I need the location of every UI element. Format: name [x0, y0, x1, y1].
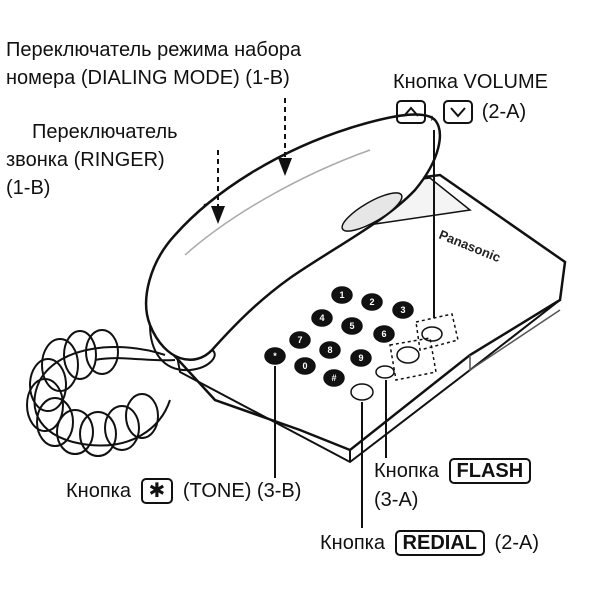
tone-label: Кнопка ✱ (TONE) (3-B) — [66, 478, 301, 504]
redial-prefix: Кнопка — [320, 532, 385, 554]
svg-text:9: 9 — [358, 353, 363, 363]
key-0[interactable] — [294, 357, 316, 375]
redial-ref: (2-A) — [494, 532, 539, 554]
volume-ref: (2-A) — [481, 101, 527, 123]
svg-text:*: * — [273, 351, 277, 361]
svg-text:#: # — [331, 373, 336, 383]
flash-prefix: Кнопка — [374, 460, 439, 482]
volume-separator: , — [429, 101, 435, 123]
svg-text:0: 0 — [302, 361, 307, 371]
redial-key[interactable] — [350, 383, 374, 401]
key-4[interactable] — [311, 309, 333, 327]
key-8[interactable] — [319, 341, 341, 359]
svg-text:2: 2 — [369, 297, 374, 307]
svg-text:1: 1 — [339, 290, 344, 300]
ringer-label-line3: (1-B) — [6, 177, 51, 199]
svg-text:7: 7 — [297, 335, 302, 345]
asterisk-icon: ✱ — [140, 478, 174, 504]
tone-prefix: Кнопка — [66, 480, 131, 502]
key-7[interactable] — [289, 331, 311, 349]
keypad — [264, 286, 414, 387]
callout-lines — [211, 98, 435, 528]
chevron-up-icon — [396, 100, 426, 124]
volume-keys-label: , (2-A) — [393, 100, 526, 124]
flash-key[interactable] — [396, 346, 420, 364]
key-3[interactable] — [392, 301, 414, 319]
flash-label: Кнопка FLASH — [374, 458, 535, 484]
key-5[interactable] — [341, 317, 363, 335]
handset[interactable] — [144, 113, 442, 361]
flash-key-label: FLASH — [448, 458, 532, 484]
tone-suffix: (TONE) (3-B) — [182, 480, 302, 502]
volume-label: Кнопка VOLUME — [393, 71, 548, 93]
key-1[interactable] — [331, 286, 353, 304]
svg-text:4: 4 — [319, 313, 324, 323]
volume-keys[interactable] — [421, 326, 443, 342]
svg-text:5: 5 — [349, 321, 354, 331]
chevron-down-icon — [443, 100, 474, 124]
ringer-label-line2: звонка (RINGER) — [6, 149, 165, 171]
dialing-mode-label-line2: номера (DIALING MODE) (1-B) — [6, 67, 290, 89]
key-hash[interactable] — [323, 369, 345, 387]
key-2[interactable] — [361, 293, 383, 311]
key-6[interactable] — [373, 325, 395, 343]
svg-text:3: 3 — [400, 305, 405, 315]
ringer-label-line1: Переключатель — [32, 121, 178, 143]
key-9[interactable] — [350, 349, 372, 367]
dialing-mode-label-line1: Переключатель режима набора — [6, 39, 302, 61]
svg-text:6: 6 — [381, 329, 386, 339]
flash-ref: (3-A) — [374, 489, 419, 511]
redial-label: Кнопка REDIAL (2-A) — [320, 530, 539, 556]
coiled-cord — [26, 329, 176, 457]
svg-text:8: 8 — [327, 345, 332, 355]
key-star[interactable] — [264, 347, 286, 365]
redial-key-label: REDIAL — [394, 530, 485, 556]
